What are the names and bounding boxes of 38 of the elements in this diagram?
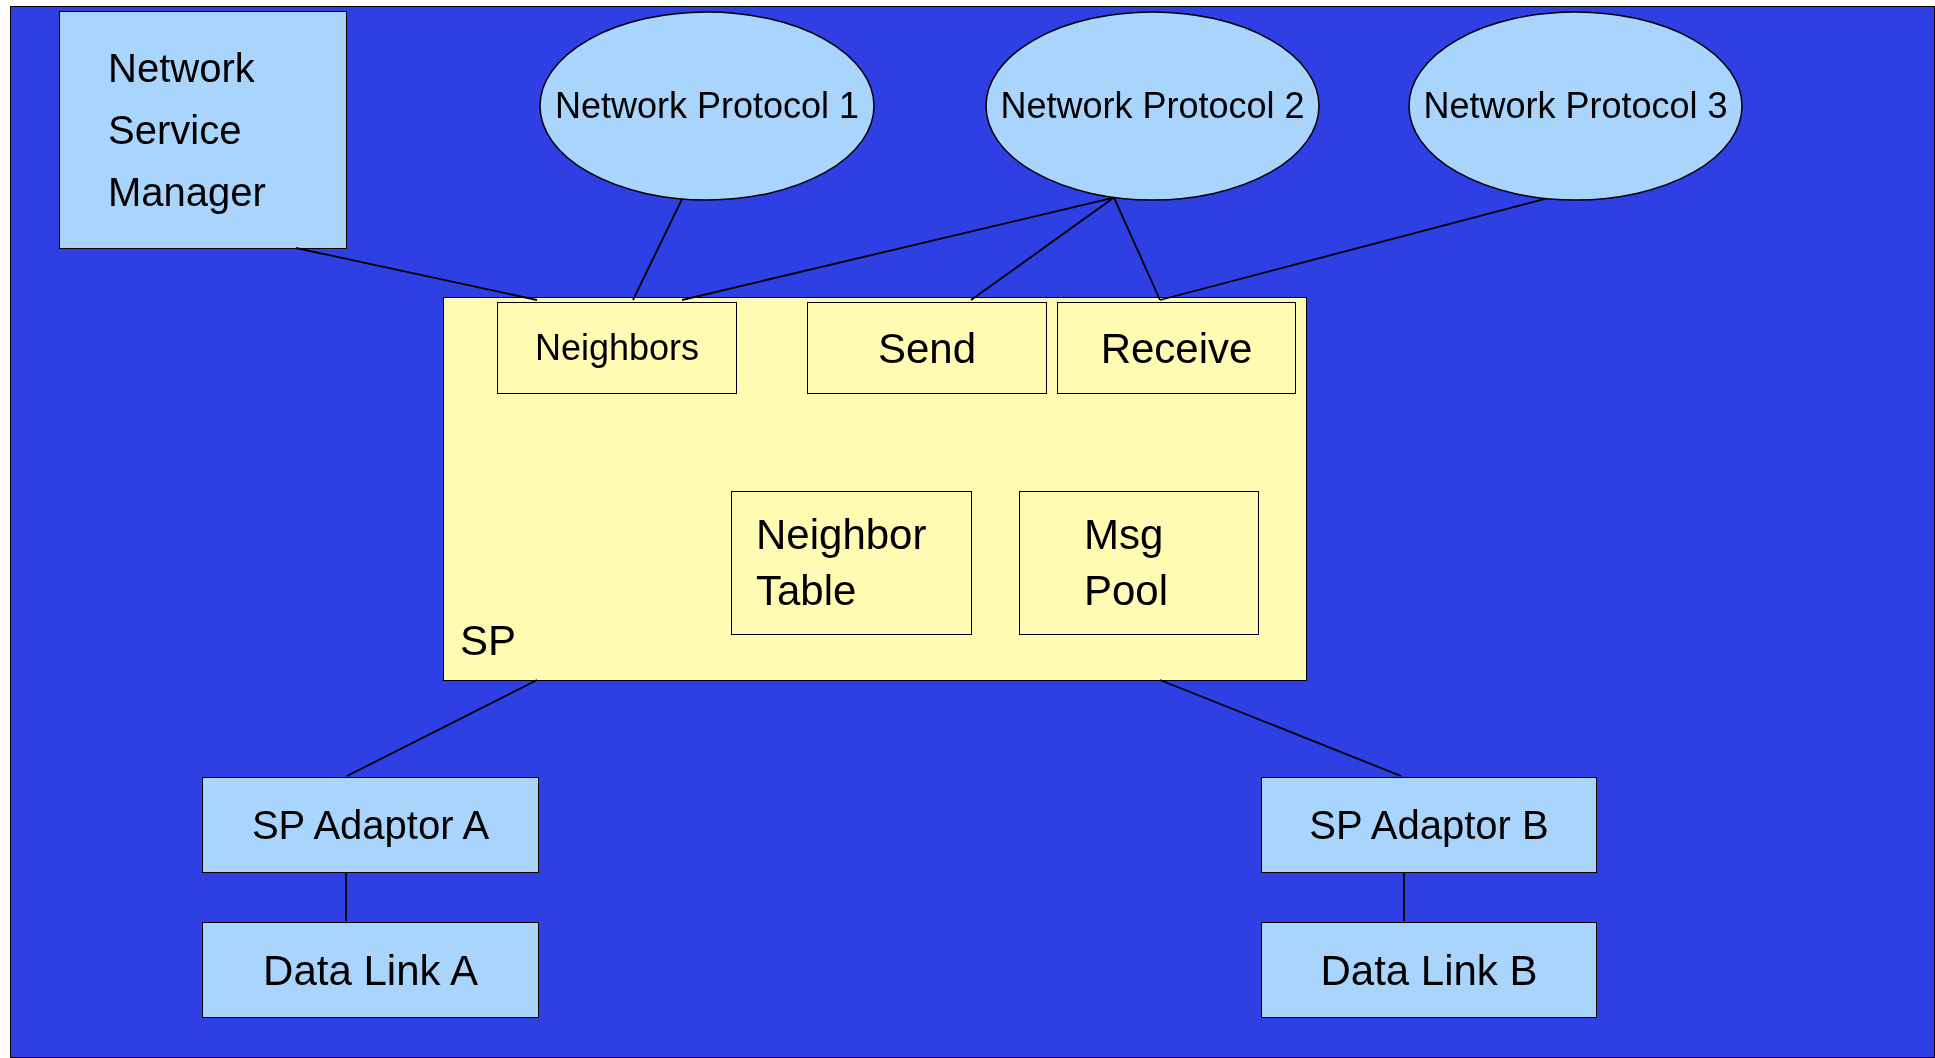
node-label: SP Adaptor A	[250, 802, 491, 849]
protocol-ellipse	[985, 11, 1320, 201]
data-link-box	[202, 922, 539, 1018]
node-label: Network Protocol 1	[554, 84, 860, 128]
service-box	[59, 11, 347, 249]
node-label: Network Protocol 3	[1423, 84, 1728, 128]
module-box	[1057, 302, 1296, 394]
connector-line	[681, 196, 1115, 301]
data-store-box	[731, 491, 972, 635]
node-label: Network Protocol 2	[1000, 84, 1305, 128]
node-label: Data Link B	[1319, 945, 1539, 996]
adaptor-box	[1261, 777, 1597, 873]
connector-line	[346, 679, 538, 777]
node-label: Msg Pool	[1083, 510, 1170, 616]
node-label: Neighbors	[533, 326, 701, 370]
node-label: Network Service Manager	[107, 45, 267, 216]
node-label: SP Adaptor B	[1308, 802, 1550, 849]
node-label: Neighbor Table	[755, 510, 928, 616]
sp-container	[443, 297, 1307, 681]
adaptor-box	[202, 777, 539, 873]
connector-line	[970, 196, 1115, 301]
node-label: Send	[876, 323, 978, 374]
connector-line	[1159, 197, 1547, 301]
connector-line	[1403, 871, 1405, 922]
node-label: Data Link A	[262, 945, 479, 996]
node-label: SP	[460, 616, 517, 666]
connector-line	[1159, 679, 1402, 777]
connector-line	[295, 247, 538, 301]
module-box	[807, 302, 1047, 394]
data-link-box	[1261, 922, 1597, 1018]
connector-line	[632, 198, 683, 301]
protocol-ellipse	[539, 11, 875, 201]
node-label: Receive	[1099, 323, 1254, 374]
module-box	[497, 302, 737, 394]
connector-line	[345, 871, 347, 922]
connector-line	[1113, 196, 1161, 301]
protocol-ellipse	[1408, 11, 1743, 201]
data-store-box	[1019, 491, 1259, 635]
